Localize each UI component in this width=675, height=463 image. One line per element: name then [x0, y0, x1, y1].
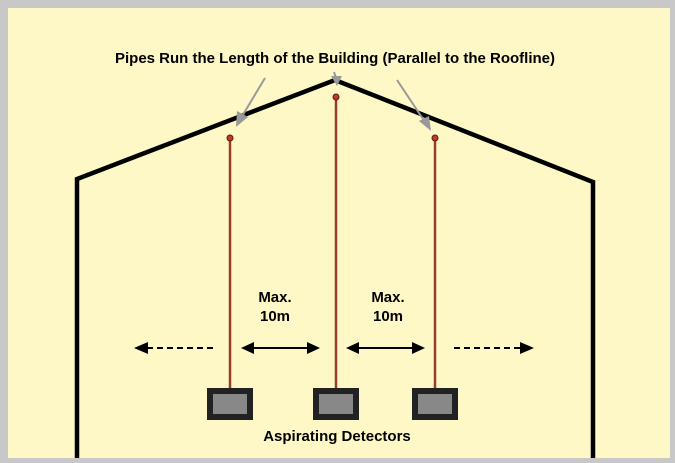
pipe-end-center [332, 93, 340, 101]
spacing-label-left-line1: Max. [258, 289, 291, 306]
callout-arrowhead-left [236, 111, 248, 127]
detector-left-panel [213, 394, 247, 414]
callout-arrow-right [396, 79, 426, 123]
dashed-arrowhead-right [520, 342, 534, 354]
double-arrow-right-head-a [346, 342, 359, 354]
double-arrow-right-head-b [412, 342, 425, 354]
spacing-label-left-line2: 10m [260, 308, 290, 325]
spacing-arrows [134, 342, 534, 354]
callout-arrowhead-right [419, 116, 431, 131]
spacing-label-right-line1: Max. [371, 289, 404, 306]
detector-center-panel [319, 394, 353, 414]
sampling-pipes [226, 93, 439, 388]
callout-arrows [236, 71, 431, 131]
detector-right-panel [418, 394, 452, 414]
pipe-end-left [226, 134, 234, 142]
double-arrow-left-head-b [307, 342, 320, 354]
detector-units [207, 388, 458, 420]
double-arrow-left-head-a [241, 342, 254, 354]
spacing-label-right-line2: 10m [373, 308, 403, 325]
dashed-arrowhead-left [134, 342, 148, 354]
callout-arrow-left [240, 77, 266, 119]
diagram-title: Pipes Run the Length of the Building (Pa… [115, 50, 555, 67]
callout-arrowhead-center [331, 76, 342, 86]
detectors-label: Aspirating Detectors [263, 428, 411, 445]
pipe-end-right [431, 134, 439, 142]
